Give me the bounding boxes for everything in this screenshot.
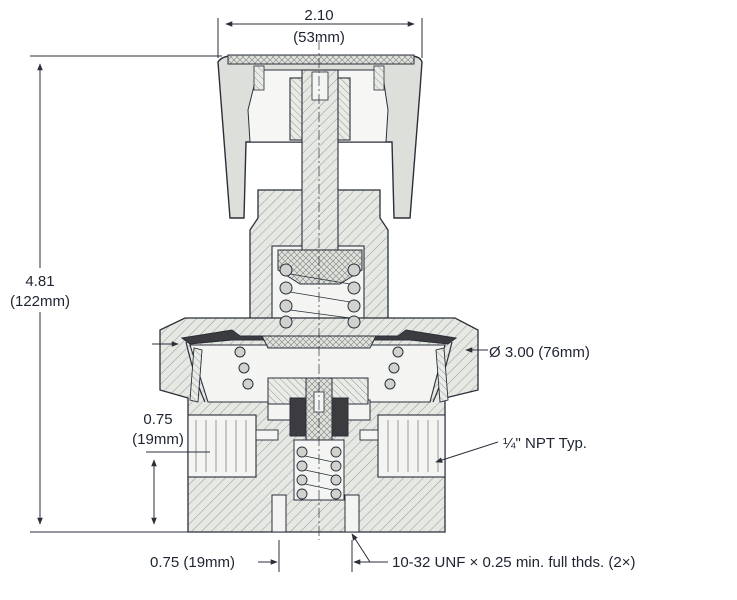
diameter-label: Ø 3.00 (76mm): [489, 344, 590, 361]
height-mm: (122mm): [10, 293, 70, 310]
port-height-dimension: [146, 451, 210, 525]
width-dimension: [217, 18, 423, 58]
width-mm: (53mm): [293, 29, 345, 46]
threads-leader: [351, 533, 388, 563]
spacing-label: 0.75 (19mm): [150, 554, 235, 571]
outlet-port: [377, 414, 446, 478]
width-inches: 2.10: [304, 7, 333, 24]
diameter-dimension: [152, 341, 488, 353]
mount-hole-right: [344, 494, 360, 533]
spacing-dimension: [258, 540, 376, 572]
poppet-spring: [296, 446, 342, 500]
threads-callout: 10-32 UNF × 0.25 min. full thds. (2×): [392, 554, 635, 571]
mount-hole-left: [271, 494, 287, 533]
npt-callout: ¼" NPT Typ.: [503, 435, 587, 452]
port-height-mm: (19mm): [132, 431, 184, 448]
height-inches: 4.81: [25, 273, 54, 290]
range-spring: [279, 263, 361, 329]
port-height-inches: 0.75: [143, 411, 172, 428]
inlet-port: [187, 414, 257, 478]
npt-leader: [435, 441, 499, 463]
bias-spring: [234, 346, 404, 390]
